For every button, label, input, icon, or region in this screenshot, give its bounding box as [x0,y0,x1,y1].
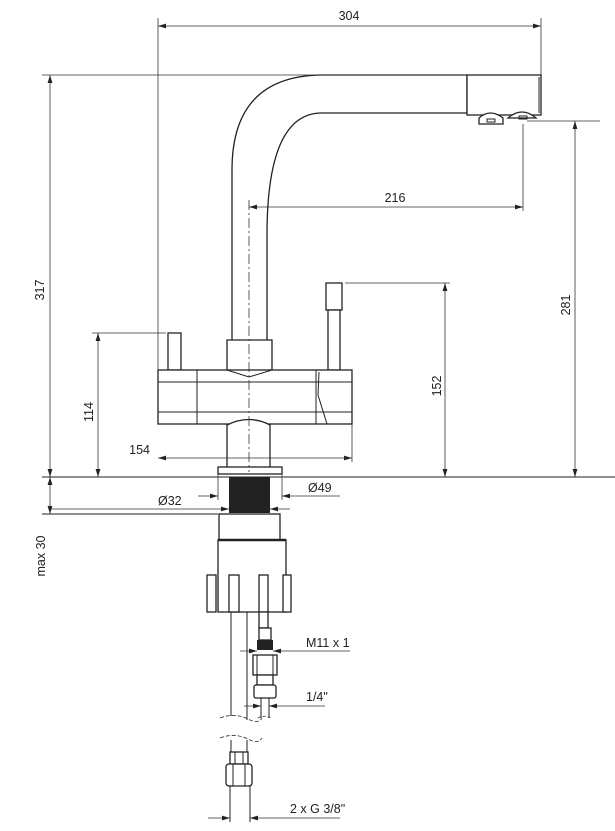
base-plate [217,466,283,475]
base-stem [226,418,271,467]
right-lever-top [325,282,343,311]
spout [231,74,468,340]
dimension-lines [42,18,600,821]
hose-nut [225,763,253,787]
label-49: Ø49 [308,481,332,495]
label-281: 281 [559,295,573,316]
threaded-shank [229,477,270,513]
label-m11: M11 x 1 [306,636,350,650]
label-304: 304 [339,9,360,23]
label-g38: 2 x G 3/8" [290,802,345,816]
body [157,369,353,425]
label-quarter: 1/4" [306,690,328,704]
hose-fitting [229,751,249,765]
label-216: 216 [385,191,406,205]
aerator-2 [506,111,538,119]
label-317: 317 [33,280,47,301]
right-lever-stem [327,309,341,371]
label-114: 114 [82,402,96,422]
left-lever [167,332,182,371]
filter-thread [257,640,273,650]
faucet-outline [157,74,542,475]
label-154: 154 [129,443,150,457]
label-max30: max 30 [34,535,48,576]
mounting-assembly [206,477,292,822]
label-32: Ø32 [158,494,182,508]
mounting-nut [217,539,287,613]
spout-head [466,74,542,116]
label-152: 152 [430,376,444,397]
